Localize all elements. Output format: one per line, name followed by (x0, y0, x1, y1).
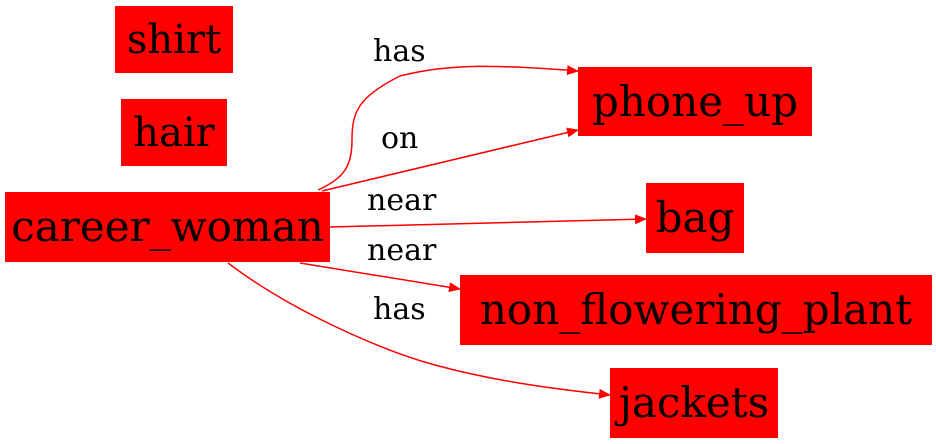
edge-label-on: on (381, 121, 419, 156)
node-non-flowering-plant: non_flowering_plant (460, 275, 932, 345)
node-hair: hair (121, 99, 227, 166)
edge-label-near: near (367, 183, 437, 218)
edge-on-phone-up (321, 127, 579, 192)
node-phone-up: phone_up (578, 67, 812, 136)
edge-near-plant (299, 262, 461, 293)
edge-label-has: has (373, 34, 426, 69)
edge-label-has: has (373, 292, 426, 327)
node-bag: bag (646, 183, 744, 253)
node-shirt: shirt (115, 6, 233, 73)
node-jackets: jackets (610, 368, 778, 438)
edge-label-near: near (367, 233, 437, 268)
edge-has-jackets (227, 262, 611, 399)
edge-has-phone-up (317, 65, 579, 191)
node-career-woman: career_woman (5, 192, 330, 262)
edge-near-bag (329, 214, 647, 228)
